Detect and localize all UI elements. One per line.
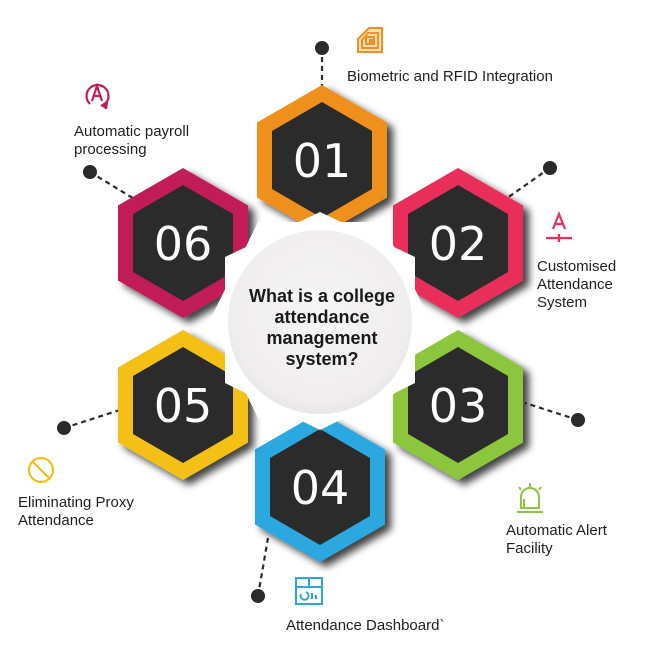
label-04: Attendance Dashboard` — [286, 617, 445, 634]
label-03: Automatic Alert Facility — [506, 522, 607, 557]
label-06: Automatic payroll processing — [74, 123, 190, 158]
label-01: Biometric and RFID Integration — [347, 68, 553, 85]
number-06: 06 — [154, 217, 213, 271]
number-01: 01 — [293, 134, 352, 188]
number-04: 04 — [291, 461, 350, 515]
number-02: 02 — [429, 217, 488, 271]
text-customise-icon — [546, 211, 572, 242]
center-title: What is a college attendance management … — [248, 286, 396, 369]
number-05: 05 — [154, 379, 213, 433]
inner-hexes — [133, 102, 508, 545]
auto-rotate-icon — [85, 82, 110, 110]
alarm-siren-icon — [517, 483, 543, 513]
rfid-chip-icon — [357, 27, 383, 53]
number-03: 03 — [429, 379, 488, 433]
connector-dots — [57, 41, 585, 603]
label-05: Eliminating Proxy Attendance — [18, 494, 134, 529]
connector-lines — [63, 48, 579, 597]
label-02: Customised Attendance System — [537, 258, 617, 311]
dashboard-icon — [295, 577, 323, 605]
center-circle — [228, 230, 412, 414]
prohibited-icon — [27, 456, 55, 484]
hex-numbers: 01 02 03 04 05 06 — [154, 134, 488, 515]
